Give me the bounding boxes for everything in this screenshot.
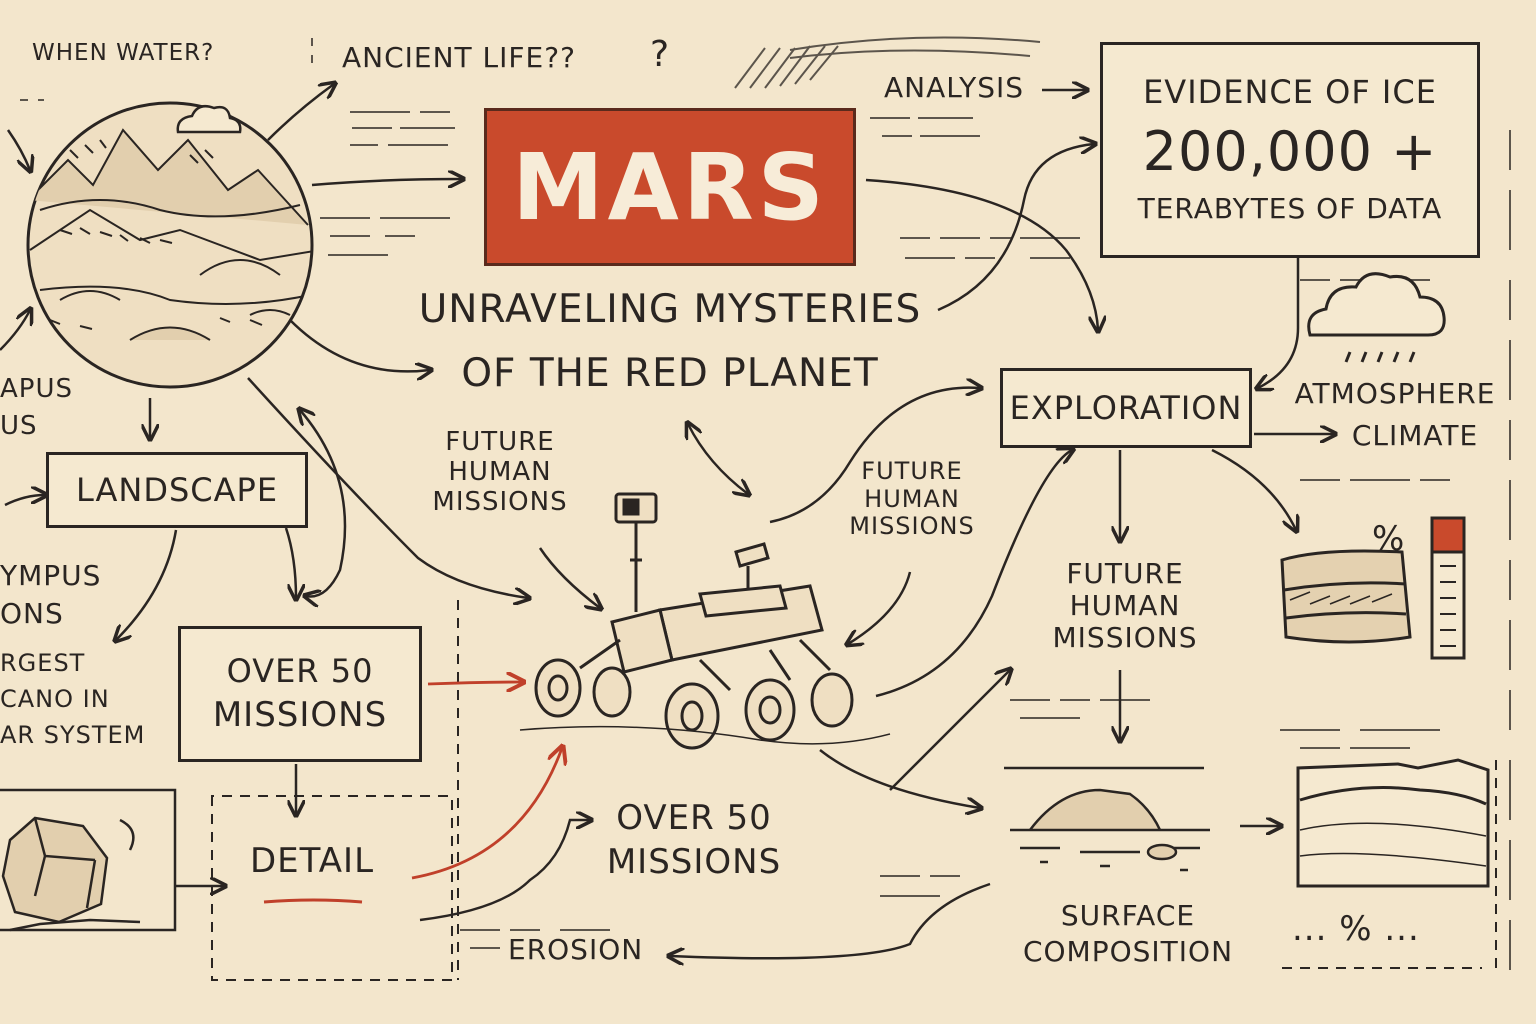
future-missions-middle: FUTURE HUMAN MISSIONS (832, 457, 992, 541)
dots-percent-label: ... % ... (1292, 909, 1420, 949)
bar-gauge-icon (1430, 516, 1466, 660)
terrain-frame-illustration (1296, 758, 1490, 888)
question-mark: ? (650, 34, 671, 75)
future-missions-left: FUTURE HUMAN MISSIONS (410, 427, 590, 518)
surface-composition-label: SURFACE COMPOSITION (1008, 898, 1248, 971)
percent-label: % (1372, 519, 1406, 559)
exploration-label: EXPLORATION (1009, 388, 1243, 427)
atmosphere-label: ATMOSPHERE (1294, 377, 1496, 410)
question-ancient-life: ANCIENT LIFE?? (342, 41, 576, 74)
mars-title-box: MARS (484, 108, 856, 266)
erosion-label: EROSION (508, 933, 644, 966)
page-title: MARS (512, 133, 828, 241)
landscape-box: LANDSCAPE (46, 452, 308, 528)
future-missions-middle-line-3: MISSIONS (849, 512, 975, 541)
landscape-label: LANDSCAPE (75, 470, 279, 509)
future-missions-left-line-1: FUTURE (445, 427, 555, 457)
volcano-partial-3: AR SYSTEM (0, 721, 146, 749)
volcano-partial-1: RGEST (0, 649, 86, 677)
evidence-box: EVIDENCE OF ICE 200,000 + TERABYTES OF D… (1100, 42, 1480, 258)
analysis-label: ANALYSIS (884, 71, 1025, 104)
rock-strata-icon (1280, 549, 1412, 644)
rover-illustration (519, 492, 891, 750)
missions-text-line-1: OVER 50 (616, 798, 772, 838)
evidence-line-1: EVIDENCE OF ICE (1143, 73, 1437, 112)
missions-box: OVER 50 MISSIONS (178, 626, 422, 762)
volcano-partial-2: CANO IN (0, 685, 110, 713)
question-when-water: WHEN WATER? (32, 40, 215, 66)
future-missions-middle-line-2: HUMAN (864, 484, 960, 513)
connector-arrows (0, 84, 1334, 958)
exploration-box: EXPLORATION (1000, 368, 1252, 448)
missions-text: OVER 50 MISSIONS (584, 796, 804, 884)
cloud-icon (176, 105, 242, 134)
future-missions-right: FUTURE HUMAN MISSIONS (1040, 557, 1210, 655)
future-missions-left-line-3: MISSIONS (432, 486, 568, 517)
evidence-line-3: TERABYTES OF DATA (1137, 192, 1443, 226)
detail-label: DETAIL (250, 841, 375, 881)
subtitle-line-1: UNRAVELING MYSTERIES (418, 287, 922, 332)
rock-sketch-illustration (0, 788, 177, 932)
future-missions-left-line-2: HUMAN (448, 456, 552, 487)
missions-text-line-2: MISSIONS (606, 842, 782, 883)
future-missions-middle-line-1: FUTURE (861, 457, 963, 485)
missions-box-line-2: MISSIONS (212, 694, 388, 735)
future-missions-right-line-3: MISSIONS (1052, 621, 1198, 655)
climate-label: CLIMATE (1351, 419, 1479, 452)
subtitle-line-2: OF THE RED PLANET (461, 351, 879, 396)
future-missions-right-line-2: HUMAN (1069, 589, 1181, 623)
future-missions-right-line-1: FUTURE (1066, 557, 1184, 590)
surface-label-line-2: COMPOSITION (1022, 935, 1234, 969)
olympus-partial-2: ONS (0, 597, 64, 630)
surface-sketch-illustration (1004, 766, 1210, 872)
dashed-frames (211, 600, 1497, 981)
tharsis-partial-1: APUS (0, 374, 73, 404)
decorative-scribbles (20, 36, 1511, 970)
tharsis-partial-2: US (0, 411, 38, 441)
missions-box-line-1: OVER 50 (226, 652, 374, 691)
mars-globe-illustration (26, 101, 314, 389)
evidence-line-2: 200,000 + (1142, 120, 1438, 184)
highlight-arrows (411, 682, 562, 880)
olympus-partial-1: YMPUS (0, 559, 102, 592)
rain-cloud-icon (1307, 272, 1446, 363)
surface-label-line-1: SURFACE (1060, 899, 1196, 932)
